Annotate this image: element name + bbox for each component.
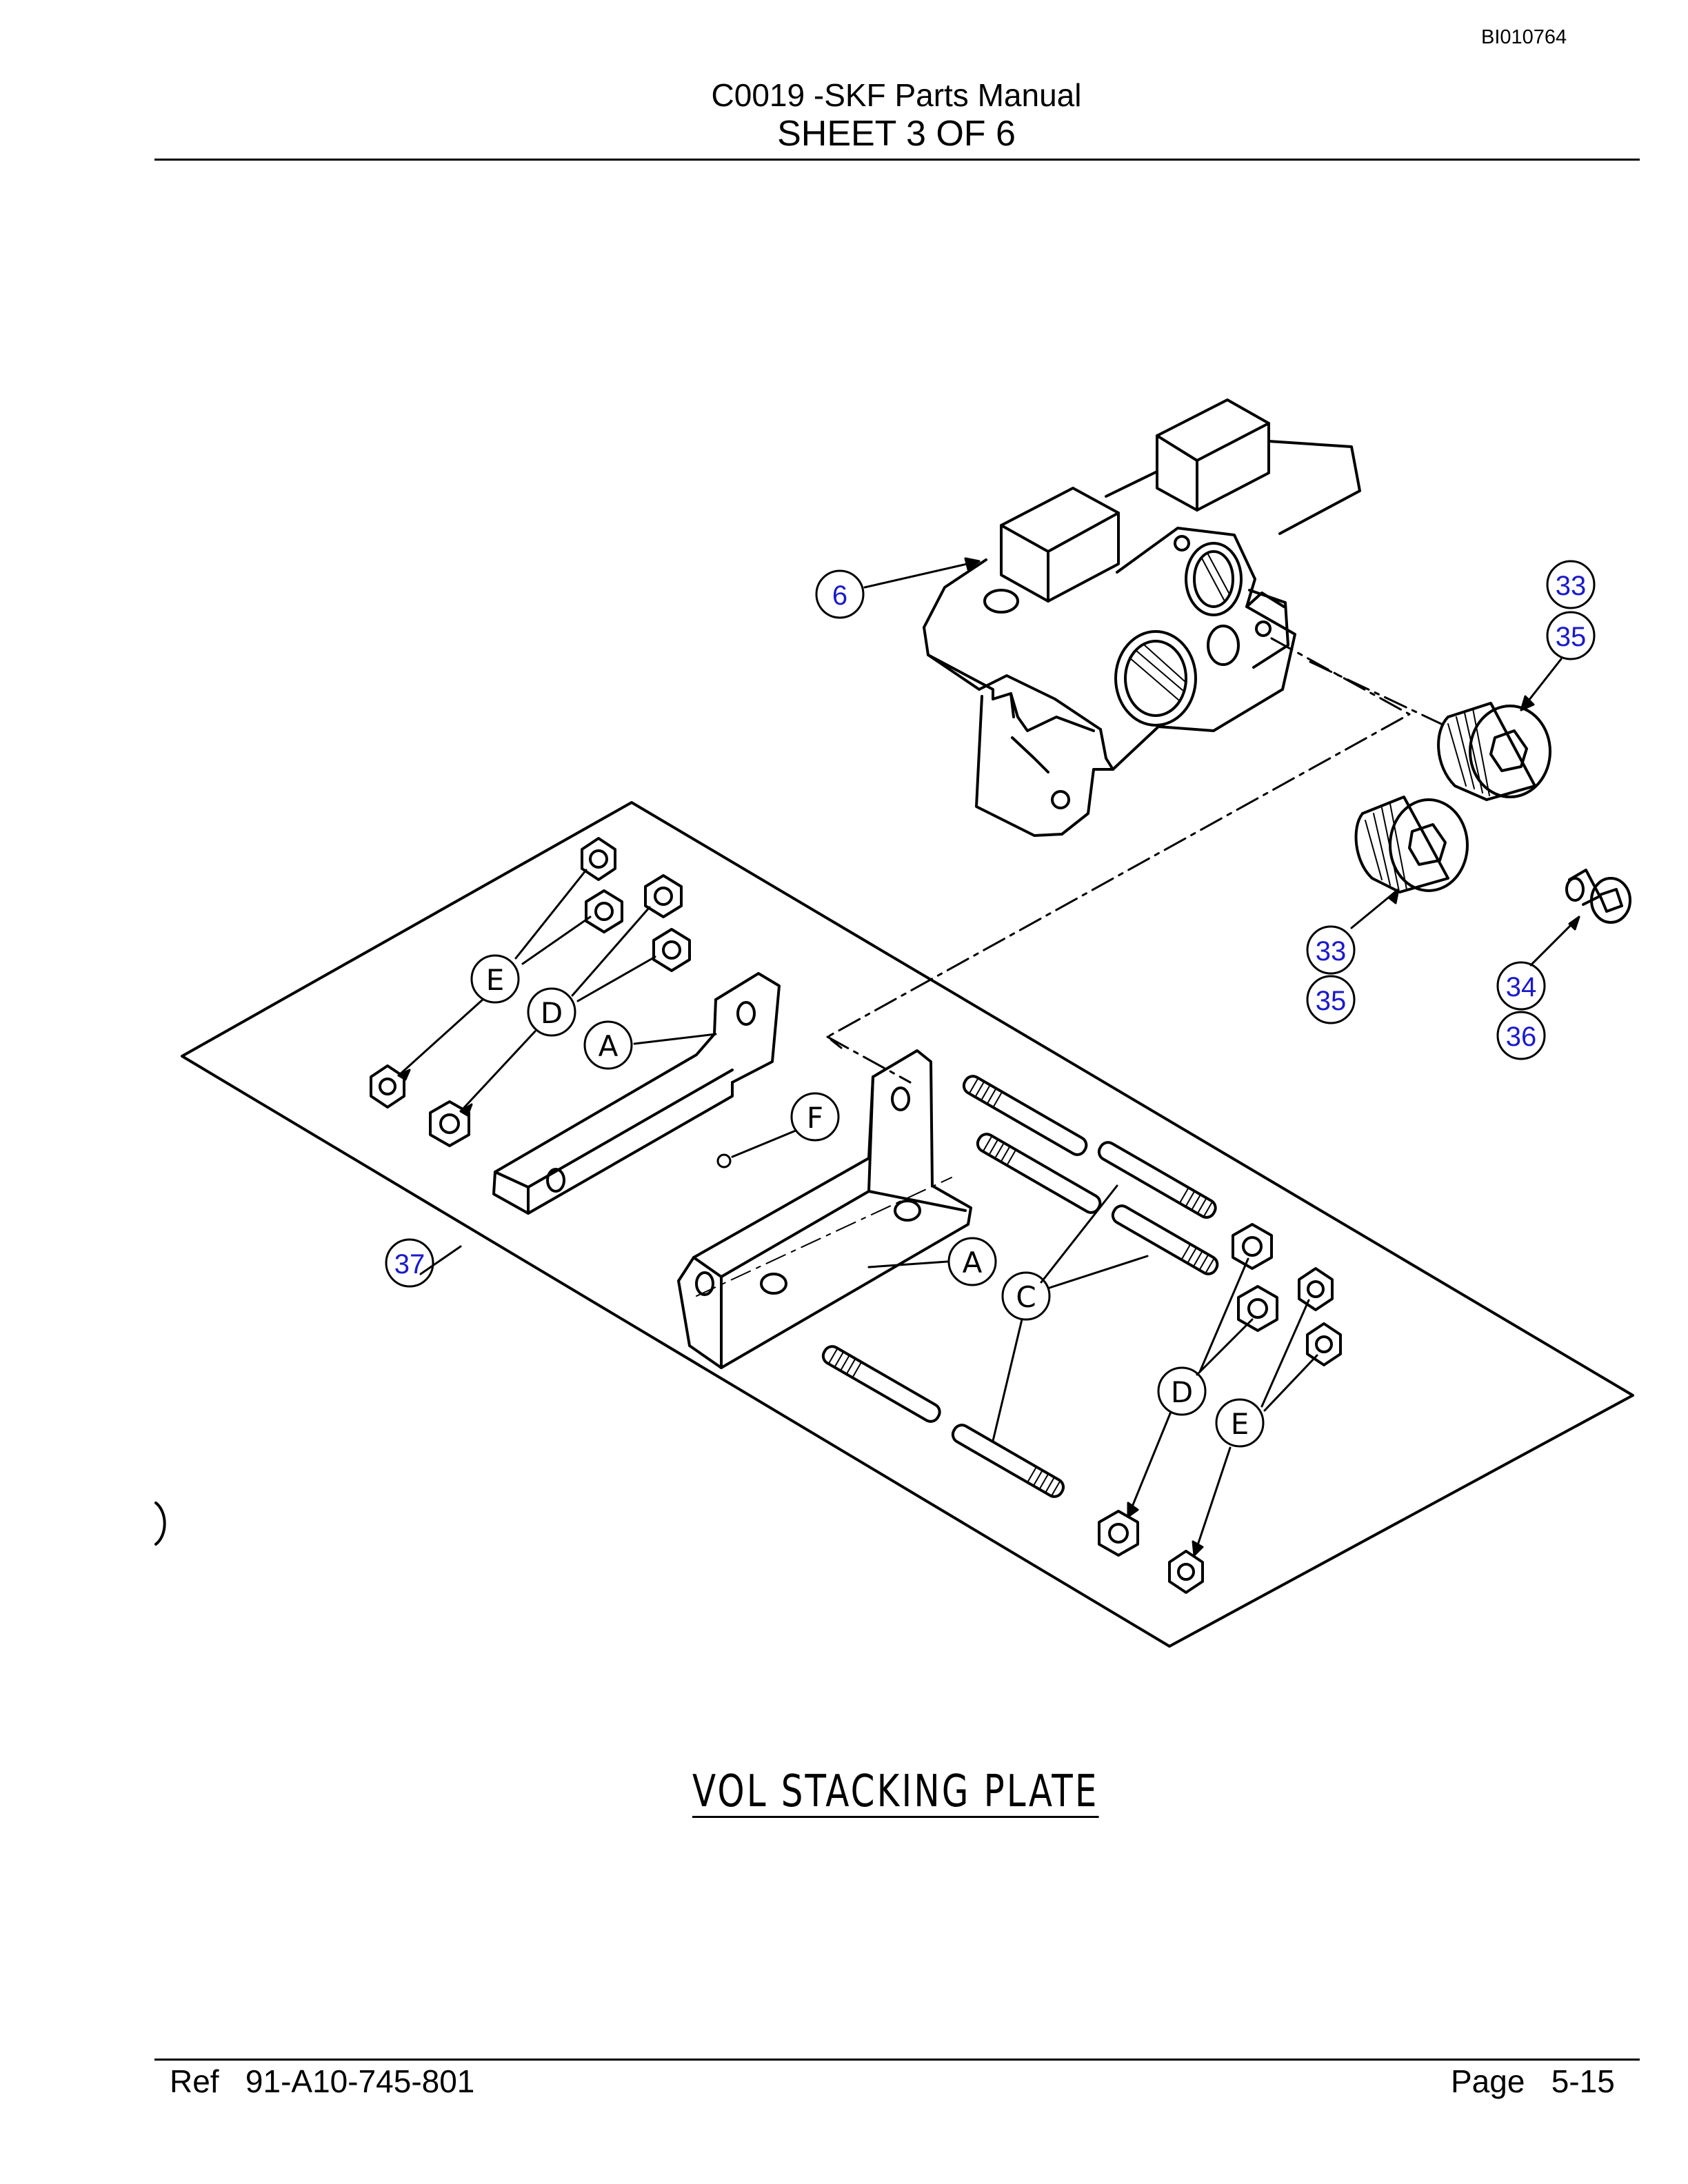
sheet-number: SHEET 3 OF 6 bbox=[777, 114, 1016, 154]
plug-centerline bbox=[1309, 660, 1443, 725]
title-block: C0019 -SKF Parts Manual SHEET 3 OF 6 bbox=[0, 77, 1688, 154]
callout-37 bbox=[385, 1238, 434, 1288]
callout-6-label: 6 bbox=[832, 580, 847, 611]
callout-36 bbox=[1496, 1011, 1546, 1060]
callout-33-upper-label: 33 bbox=[1556, 571, 1587, 601]
partial-callout-edge bbox=[154, 1502, 166, 1546]
pin-f bbox=[716, 1153, 732, 1169]
plug-lower bbox=[1354, 796, 1469, 893]
callout-35-lower bbox=[1306, 975, 1356, 1024]
callout-34 bbox=[1496, 961, 1546, 1011]
assembly-centerline-2 bbox=[826, 1035, 912, 1084]
callout-35-upper bbox=[1546, 611, 1596, 660]
callout-33-lower-label: 33 bbox=[1316, 936, 1347, 967]
letter-c-label: C bbox=[1016, 1280, 1036, 1314]
assembly-centerline bbox=[826, 637, 1411, 1049]
callout-35-lower-label: 35 bbox=[1316, 986, 1347, 1016]
bracket-upper bbox=[492, 972, 781, 1215]
letter-e-left bbox=[470, 954, 520, 1004]
valve-block bbox=[923, 398, 1361, 837]
nuts-upper-left bbox=[370, 837, 691, 1147]
letter-e-left-label: E bbox=[486, 963, 505, 997]
stacking-plate-outline bbox=[181, 801, 1634, 1648]
letter-a-lower bbox=[947, 1237, 997, 1286]
nuts-right bbox=[1098, 1223, 1342, 1594]
header-divider bbox=[154, 159, 1640, 161]
letter-callouts bbox=[470, 954, 1265, 1448]
letter-d-right bbox=[1157, 1366, 1207, 1416]
letter-d-right-label: D bbox=[1171, 1375, 1193, 1409]
plug-upper bbox=[1437, 702, 1551, 801]
letter-d-left bbox=[527, 987, 576, 1037]
leader-lines bbox=[397, 557, 1580, 1557]
studs bbox=[821, 1075, 1219, 1498]
letter-a-upper-label: A bbox=[599, 1029, 619, 1063]
callout-37-label: 37 bbox=[394, 1249, 425, 1280]
manual-title: C0019 -SKF Parts Manual bbox=[711, 77, 1082, 113]
callout-35-upper-label: 35 bbox=[1556, 622, 1587, 652]
drawing-caption: VOL STACKING PLATE bbox=[692, 1766, 1099, 1817]
bracket-lower bbox=[677, 1049, 972, 1369]
footer-reference: Ref 91-A10-745-801 bbox=[170, 2063, 475, 2099]
number-callouts bbox=[385, 560, 1596, 1288]
footer-page-number: Page 5-15 bbox=[1451, 2063, 1615, 2099]
callout-33-lower bbox=[1306, 925, 1356, 975]
callout-6 bbox=[815, 569, 865, 619]
letter-e-right bbox=[1215, 1398, 1265, 1448]
letter-a-upper bbox=[583, 1020, 633, 1070]
footer-divider bbox=[154, 2059, 1640, 2061]
callout-34-label: 34 bbox=[1506, 972, 1537, 1002]
callout-33-upper bbox=[1546, 560, 1596, 609]
letter-f bbox=[790, 1092, 840, 1142]
document-id: BI010764 bbox=[1481, 26, 1567, 48]
letter-e-right-label: E bbox=[1231, 1407, 1249, 1441]
letter-a-lower-label: A bbox=[963, 1246, 983, 1280]
letter-c bbox=[1001, 1271, 1051, 1321]
callout-36-label: 36 bbox=[1506, 1022, 1537, 1052]
letter-d-left-label: D bbox=[541, 996, 563, 1030]
letter-f-label: F bbox=[807, 1101, 823, 1135]
small-screw bbox=[1565, 869, 1631, 924]
